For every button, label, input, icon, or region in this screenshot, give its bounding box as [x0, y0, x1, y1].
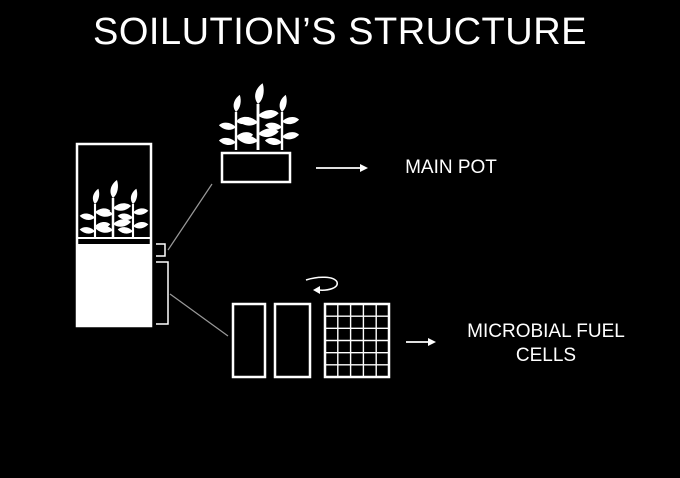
rotate-arrow-icon [305, 276, 338, 294]
label-main-pot: MAIN POT [405, 157, 497, 178]
main-pot [217, 81, 301, 184]
plant-icon [263, 93, 301, 152]
label-mfc-line1: MICROBIAL FUEL [467, 321, 625, 342]
microbial-fuel-cells [231, 276, 391, 379]
slide-title: SOILUTION’S STRUCTURE [93, 11, 587, 53]
leader-line-main-pot [167, 183, 213, 251]
fuel-cell-panel-2 [273, 302, 312, 379]
label-mfc-line2: CELLS [515, 345, 577, 366]
tower-soil-section [77, 244, 151, 326]
arrow-right-icon [316, 164, 368, 172]
arrow-right-icon [406, 338, 436, 346]
soilution-tower [75, 142, 153, 328]
tower-plants [78, 178, 150, 240]
bracket-main-pot [156, 243, 166, 257]
plant-icon [116, 187, 150, 240]
label-microbial-fuel-cells: MICROBIAL FUEL CELLS [446, 320, 646, 368]
main-pot-container [220, 151, 292, 184]
leader-line-mfc [169, 293, 229, 337]
bracket-mfc [156, 261, 169, 325]
fuel-cell-panel-1 [231, 302, 267, 379]
grid-panel-icon [323, 302, 391, 379]
